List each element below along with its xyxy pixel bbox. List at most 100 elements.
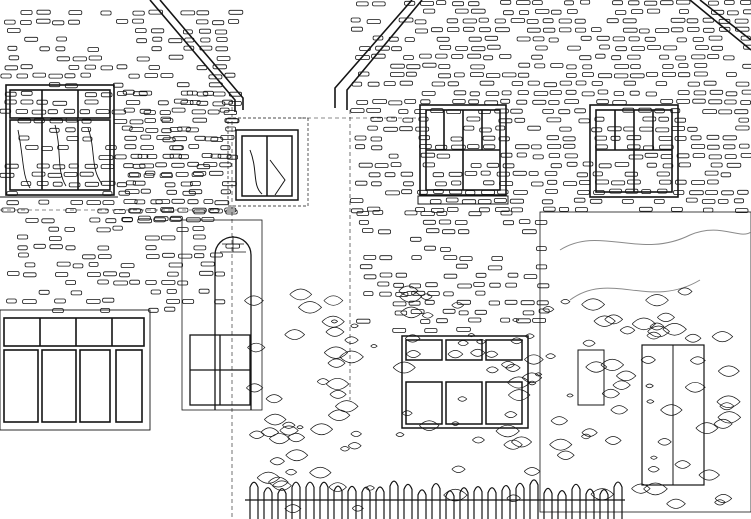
brick (485, 73, 501, 78)
leaf (524, 354, 544, 365)
brick (159, 173, 173, 179)
brick (38, 199, 50, 205)
brick (4, 19, 16, 25)
brick (161, 118, 174, 123)
fence-picket (389, 480, 399, 519)
brick (425, 228, 440, 234)
brick (454, 220, 468, 225)
brick (566, 73, 577, 78)
brick (123, 163, 134, 169)
brick (467, 144, 480, 150)
brick (499, 54, 512, 59)
brick (440, 247, 451, 252)
brick (711, 45, 723, 51)
leaf (718, 365, 740, 377)
leaf (601, 388, 620, 399)
brick (196, 19, 209, 25)
brick (209, 170, 224, 176)
brick (468, 317, 482, 323)
brick (361, 228, 374, 233)
brick (57, 145, 69, 150)
brick (129, 172, 140, 177)
brick (84, 92, 97, 98)
brick (202, 90, 214, 96)
brick (711, 9, 725, 15)
brick (375, 45, 390, 51)
leaf (556, 450, 575, 460)
brick (112, 225, 123, 231)
brick (708, 35, 723, 41)
leaf (662, 323, 687, 336)
leaf (256, 471, 281, 484)
brick (424, 299, 435, 305)
leaf (506, 494, 521, 503)
brick (219, 107, 230, 113)
brick (31, 109, 47, 115)
leaf (566, 393, 574, 398)
brick (356, 211, 370, 216)
brick (615, 46, 627, 52)
brick (589, 198, 603, 204)
fence-picket (599, 489, 609, 519)
brick (628, 0, 640, 6)
brick (425, 282, 438, 288)
brick (467, 53, 482, 59)
brick (644, 0, 658, 6)
brick (7, 45, 18, 51)
leaf (657, 438, 672, 446)
brick (724, 0, 735, 5)
brick (709, 89, 724, 95)
brick (609, 188, 622, 194)
brick (414, 19, 427, 25)
brick (743, 44, 751, 50)
brick (535, 264, 548, 270)
brick-texture (0, 0, 751, 334)
brick (611, 180, 626, 186)
brick (65, 245, 76, 251)
brick (548, 100, 560, 105)
brick (516, 152, 527, 158)
brick (216, 37, 228, 42)
brick (644, 36, 656, 42)
brick (49, 244, 63, 250)
brick (478, 27, 491, 33)
brick (675, 179, 687, 185)
fence-picket (361, 486, 371, 519)
brick (144, 118, 156, 123)
brick (614, 64, 630, 69)
brick (420, 319, 431, 324)
brick (447, 81, 459, 87)
brick (411, 255, 422, 261)
brick (545, 188, 558, 194)
brick (22, 299, 37, 305)
brick (430, 207, 445, 213)
brick (64, 226, 75, 232)
fence-picket (571, 483, 581, 519)
brick (443, 273, 458, 279)
leaf (265, 394, 283, 404)
brick (134, 199, 146, 205)
brick (363, 254, 377, 260)
brick (207, 109, 220, 115)
brick (31, 171, 46, 177)
leaf (470, 348, 486, 357)
brick (351, 81, 363, 87)
brick (515, 144, 530, 150)
leaf (457, 396, 468, 402)
leaf (323, 295, 344, 306)
brick (167, 271, 179, 277)
brick (501, 72, 517, 78)
brick (719, 26, 731, 32)
brick (24, 36, 39, 42)
brick (354, 135, 367, 141)
fence-picket (459, 487, 469, 519)
brick (625, 188, 639, 194)
brick (496, 171, 510, 177)
leaf (684, 333, 702, 343)
fence-picket (613, 481, 623, 519)
brick (671, 206, 683, 212)
brick (224, 207, 237, 213)
brick (701, 199, 716, 204)
fence-picket (501, 484, 511, 519)
brick (210, 252, 223, 258)
